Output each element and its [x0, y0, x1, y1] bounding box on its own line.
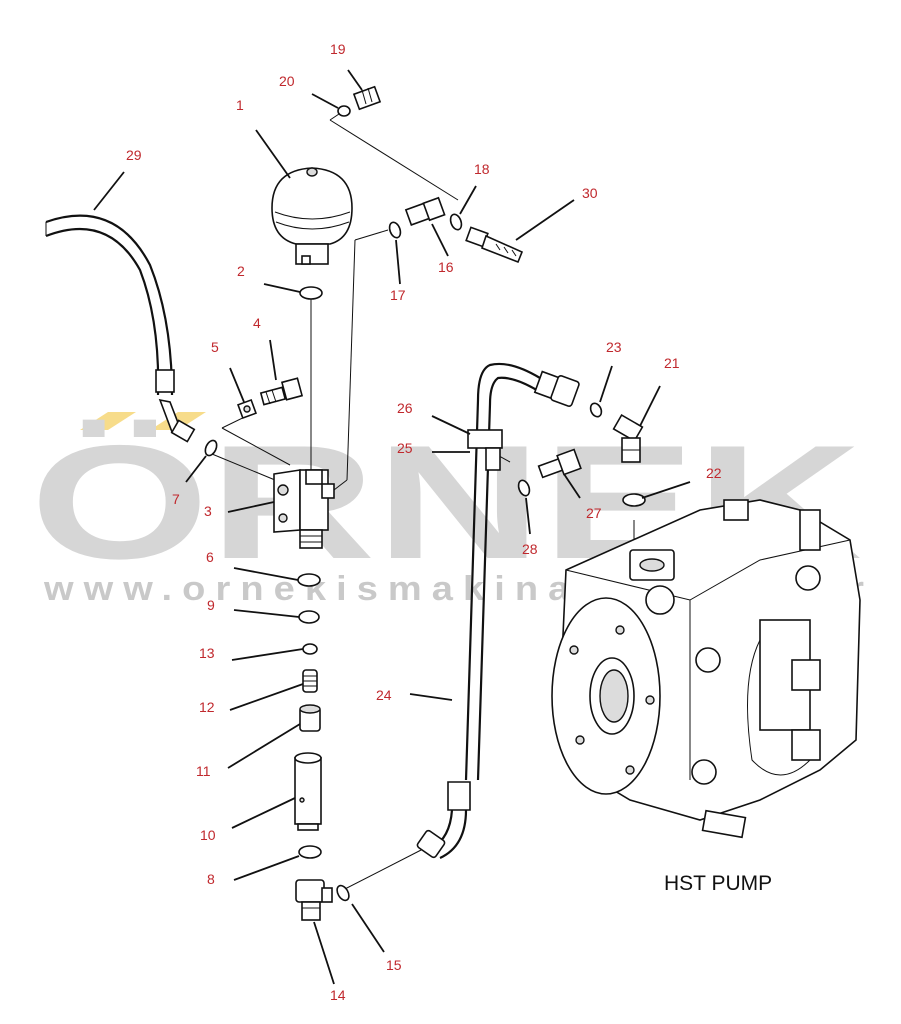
sensor-part-21 [612, 413, 644, 463]
callout-24: 24 [376, 687, 392, 703]
bolt-part-4 [259, 377, 304, 406]
fitting-part-30 [465, 226, 524, 264]
valve-block-part-3 [273, 469, 335, 549]
o-ring-part-23 [589, 402, 603, 418]
o-ring-part-17 [388, 221, 402, 239]
callout-2: 2 [237, 263, 245, 279]
callout-4: 4 [253, 315, 261, 331]
callout-26: 26 [397, 400, 413, 416]
spring-part-12 [302, 669, 318, 693]
washer-part-5 [237, 399, 257, 419]
callout-7: 7 [172, 491, 180, 507]
washer-part-28 [517, 479, 531, 497]
callout-13: 13 [199, 645, 215, 661]
o-ring-part-9 [298, 610, 320, 624]
hose-part-29 [45, 214, 196, 443]
accumulator-part-1 [271, 167, 353, 265]
plug-part-11 [299, 704, 321, 732]
o-ring-part-6 [297, 573, 321, 587]
callout-18: 18 [474, 161, 490, 177]
callout-29: 29 [126, 147, 142, 163]
callout-labels: 1 2 3 4 5 6 7 8 9 10 11 12 13 14 15 16 1… [126, 41, 722, 1003]
callout-12: 12 [199, 699, 215, 715]
clamp-part-26 [467, 429, 503, 471]
callout-17: 17 [390, 287, 406, 303]
callout-9: 9 [207, 597, 215, 613]
callout-6: 6 [206, 549, 214, 565]
callout-30: 30 [582, 185, 598, 201]
callout-11: 11 [196, 763, 211, 779]
callout-15: 15 [386, 957, 402, 973]
hose-part-24 [416, 362, 580, 859]
leader-lines [93, 69, 691, 985]
o-ring-part-8 [298, 845, 322, 859]
callout-20: 20 [279, 73, 295, 89]
o-ring-part-22 [622, 493, 646, 507]
callout-21: 21 [664, 355, 680, 371]
elbow-part-16 [404, 196, 446, 226]
callout-8: 8 [207, 871, 215, 887]
callout-23: 23 [606, 339, 622, 355]
callout-22: 22 [706, 465, 722, 481]
callout-3: 3 [204, 503, 212, 519]
callout-25: 25 [397, 440, 413, 456]
o-ring-part-15 [336, 884, 350, 902]
callout-10: 10 [200, 827, 216, 843]
o-ring-part-18 [449, 213, 463, 231]
o-ring-part-13 [302, 643, 318, 655]
o-ring-part-2 [299, 286, 323, 300]
o-ring-part-20 [337, 105, 351, 117]
callout-1: 1 [236, 97, 244, 113]
callout-28: 28 [522, 541, 538, 557]
fitting-part-14 [295, 879, 333, 921]
bolt-part-27 [537, 448, 582, 479]
sleeve-part-10 [294, 752, 322, 831]
hst-pump-title: HST PUMP [664, 872, 772, 895]
callout-16: 16 [438, 259, 454, 275]
fitting-part-19 [352, 85, 382, 111]
watermark-accent-left [80, 412, 136, 430]
callout-14: 14 [330, 987, 346, 1003]
callout-5: 5 [211, 339, 219, 355]
callout-27: 27 [586, 505, 602, 521]
hst-pump-body [551, 499, 861, 839]
callout-19: 19 [330, 41, 346, 57]
o-ring-part-7 [204, 439, 218, 457]
